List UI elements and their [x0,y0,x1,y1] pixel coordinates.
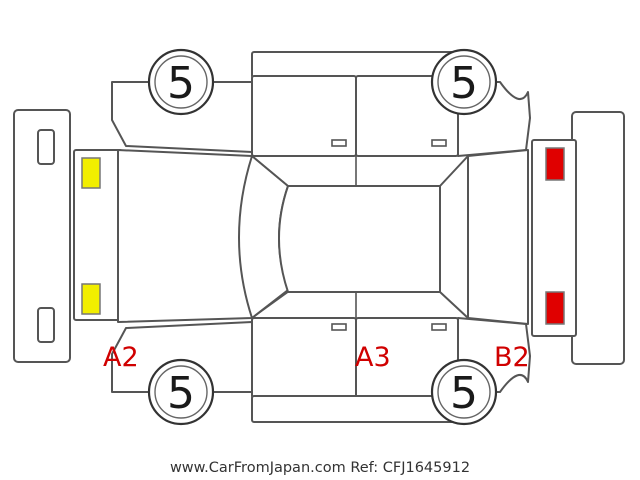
tire-rear-right: 5 [430,358,498,426]
damage-code-front-bumper: A2 [103,342,139,373]
right-side-sill [251,395,459,423]
damage-code-right-side: A3 [355,342,391,373]
front-lamp-top [81,157,101,189]
left-front-door-handle [331,139,347,147]
a-pillar-right [251,291,289,319]
left-side-sill [251,51,459,79]
tire-rear-right-score: 5 [450,368,478,419]
front-lamp-bottom [81,283,101,315]
hood [117,149,253,323]
left-doors [251,51,459,157]
rear-bumper [571,111,625,365]
rear-window [439,155,469,319]
front-bumper-outline [13,109,71,363]
tire-rear-left-rim [437,55,491,109]
rear-bumper-outline [571,111,625,365]
left-rear-door-handle [431,139,447,147]
tire-rear-left-score: 5 [450,58,478,109]
tire-front-right: 5 [147,358,215,426]
left-front-door [251,75,357,157]
tire-front-left-rim [154,55,208,109]
tire-rear-left: 5 [430,48,498,116]
source-footer: www.CarFromJapan.com Ref: CFJ1645912 [170,460,470,476]
tire-front-left-score: 5 [167,58,195,109]
damage-code-rear-bumper: B2 [494,342,530,373]
right-rear-door-handle [431,323,447,331]
rear-lamp-top [545,147,565,181]
a-pillar-left [251,155,289,187]
roof [278,185,441,293]
front-bumper-detail-top [37,129,55,165]
tire-front-left: 5 [147,48,215,116]
front-bumper [13,109,71,363]
tire-front-right-rim [154,365,208,419]
right-front-door-handle [331,323,347,331]
trunk-lid [467,149,529,325]
tire-rear-right-rim [437,365,491,419]
rear-lamp-bottom [545,291,565,325]
tire-front-right-score: 5 [167,368,195,419]
front-bumper-detail-bottom [37,307,55,343]
rear-panel [531,139,577,337]
